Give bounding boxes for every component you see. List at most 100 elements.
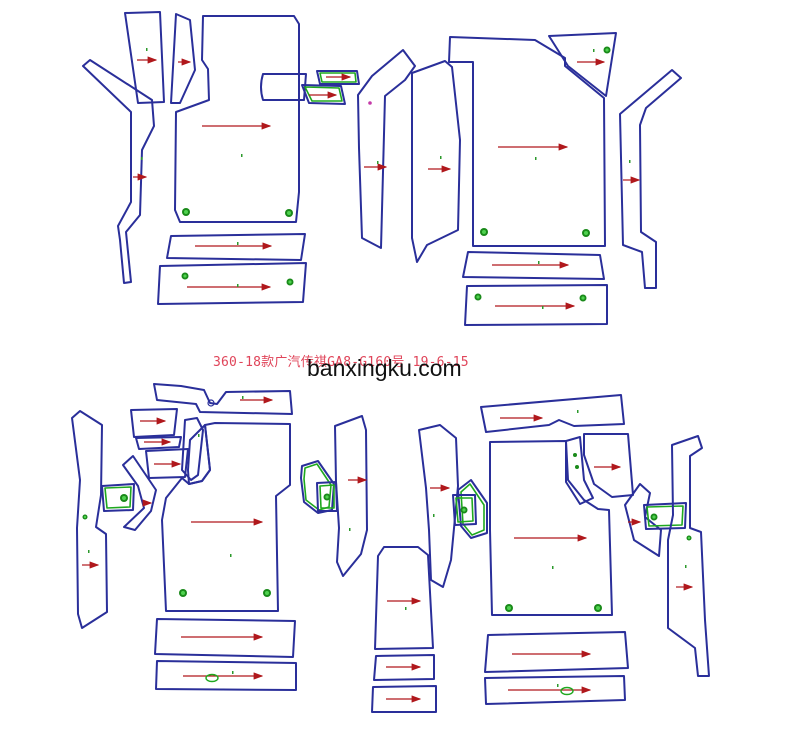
piece-top-rear-corner — [548, 32, 617, 97]
mounting-hole-icon — [686, 535, 692, 541]
top-set — [82, 11, 682, 326]
piece-top-tall-b — [170, 13, 196, 104]
trim-top-b-inner — [304, 86, 343, 102]
center-tick-icon — [440, 156, 442, 159]
center-ticks — [88, 48, 687, 687]
mounting-hole-icon — [181, 272, 189, 280]
center-tick-icon — [552, 566, 554, 569]
piece-bot-header — [153, 383, 293, 415]
center-tick-icon — [593, 49, 595, 52]
piece-bot-right-strip — [667, 435, 710, 677]
oval-cutout — [560, 686, 574, 696]
header-notch-hole — [207, 399, 215, 407]
center-tick-icon — [405, 607, 407, 610]
piece-bot-console-strip-1 — [373, 654, 435, 681]
piece-top-front-floor — [174, 15, 300, 223]
piece-bot-rear-strip-2 — [484, 675, 626, 705]
center-tick-icon — [198, 434, 200, 437]
mounting-hole-icon — [582, 229, 590, 237]
piece-bot-bracket-1 — [122, 455, 157, 531]
center-tick-icon — [241, 154, 243, 157]
center-tick-icon — [542, 306, 544, 309]
mounting-hole-icon — [285, 209, 293, 217]
piece-top-front-floor-notch — [260, 73, 307, 101]
piece-top-rear-strip-1 — [462, 251, 605, 280]
center-tick-icon — [377, 161, 379, 164]
mounting-holes — [82, 46, 692, 612]
piece-bot-rear-side-b — [583, 433, 634, 498]
grain-arrows — [82, 56, 694, 703]
center-tick-icon — [141, 157, 143, 160]
center-tick-icon — [629, 160, 631, 163]
center-tick-icon — [146, 48, 148, 51]
bottom-set — [71, 383, 710, 713]
center-tick-icon — [349, 528, 351, 531]
piece-bot-console — [374, 546, 434, 650]
center-tick-icon — [232, 671, 234, 674]
piece-bot-front-strip-1 — [154, 618, 296, 658]
piece-bot-small-4 — [181, 417, 204, 481]
piece-bot-rear-strip-1 — [484, 631, 629, 673]
piece-bot-small-1 — [130, 408, 178, 438]
piece-bot-rear-floor — [489, 440, 613, 616]
piece-bot-tunnel-right — [418, 424, 459, 588]
trim-bot-center-b-inner — [319, 484, 335, 509]
piece-bot-console-strip-2 — [371, 685, 437, 713]
piece-bot-rear-bracket — [624, 483, 662, 557]
oval-cutout — [205, 673, 219, 683]
mounting-hole-icon — [575, 465, 579, 469]
mounting-hole-icon — [603, 46, 611, 54]
center-tick-icon — [230, 554, 232, 557]
piece-bot-left-strip — [71, 410, 108, 629]
center-tick-icon — [433, 514, 435, 517]
center-tick-icon — [557, 684, 559, 687]
mounting-hole-icon — [120, 494, 128, 502]
piece-bot-rear-side-a — [565, 436, 594, 505]
center-tick-icon — [242, 396, 244, 399]
trim-bot-right-b-inner — [455, 497, 474, 523]
piece-bot-front-floor — [161, 422, 291, 612]
piece-top-tunnel-right — [411, 60, 461, 263]
mounting-hole-icon — [480, 228, 488, 236]
mounting-hole-icon — [594, 604, 602, 612]
center-tick-icon — [577, 410, 579, 413]
piece-bot-small-2 — [135, 436, 182, 450]
trim-bot-right-b — [452, 494, 477, 526]
trim-top-b — [301, 84, 346, 105]
center-tick-icon — [538, 261, 540, 264]
piece-top-strip-1 — [166, 233, 306, 261]
trim-top-a — [316, 70, 360, 85]
piece-top-strip-2 — [157, 262, 307, 305]
mounting-hole-icon — [579, 294, 587, 302]
piece-bot-front-strip-2 — [155, 660, 297, 691]
piece-top-right-strip — [619, 69, 682, 289]
trim-bot-left-box — [101, 483, 135, 512]
center-tick-icon — [88, 550, 90, 553]
piece-top-rear-floor — [448, 36, 606, 247]
watermark: banxingku.com — [307, 355, 462, 381]
piece-top-tunnel-left — [357, 49, 416, 249]
center-tick-icon — [237, 242, 239, 245]
mounting-hole-icon — [474, 293, 482, 301]
piece-top-rear-strip-2 — [464, 284, 608, 326]
mounting-hole-icon — [263, 589, 271, 597]
mounting-hole-icon — [505, 604, 513, 612]
pin-mark — [368, 101, 372, 105]
mounting-hole-icon — [460, 506, 468, 514]
center-tick-icon — [237, 284, 239, 287]
center-tick-icon — [685, 565, 687, 568]
piece-top-tall-a — [124, 11, 165, 104]
center-tick-icon — [535, 157, 537, 160]
mounting-hole-icon — [573, 453, 577, 457]
piece-bot-side-pillar — [187, 424, 211, 485]
pattern-caption: 360-18款广汽传祺GA8-G160号 19-6-15 — [213, 355, 469, 370]
trim-top-a-inner — [319, 72, 357, 83]
mounting-hole-icon — [82, 514, 88, 520]
piece-bot-tunnel-left — [334, 415, 368, 577]
trim-bot-far-right-box-inner — [646, 505, 684, 527]
mounting-hole-icon — [650, 513, 658, 521]
trim-bot-right-a — [457, 479, 488, 539]
mounting-hole-icon — [286, 278, 294, 286]
